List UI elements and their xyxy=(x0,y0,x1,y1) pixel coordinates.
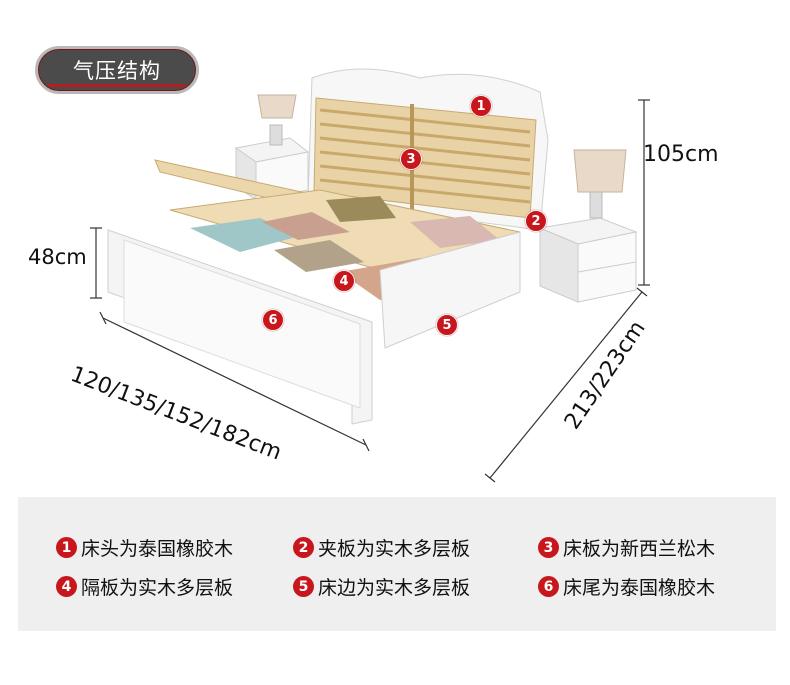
legend-item-5: 5 床边为实木多层板 xyxy=(293,573,470,600)
marker-3: 3 xyxy=(400,148,422,170)
legend-panel: 1 床头为泰国橡胶木 2 夹板为实木多层板 3 床板为新西兰松木 4 隔板为实木… xyxy=(18,497,776,631)
legend-item-3: 3 床板为新西兰松木 xyxy=(538,534,715,561)
badge-1: 1 xyxy=(56,537,77,558)
legend-text-1: 床头为泰国橡胶木 xyxy=(81,538,234,560)
section-title-text: 气压结构 xyxy=(73,59,161,83)
legend-text-3: 床板为新西兰松木 xyxy=(563,538,716,560)
marker-4: 4 xyxy=(333,270,355,292)
marker-1: 1 xyxy=(470,95,492,117)
marker-2: 2 xyxy=(525,210,547,232)
bed-base xyxy=(107,189,521,425)
dimension-lines xyxy=(90,99,650,483)
bed-illustration xyxy=(90,68,650,483)
legend-text-2: 夹板为实木多层板 xyxy=(318,538,471,560)
badge-4: 4 xyxy=(56,576,77,597)
legend-text-5: 床边为实木多层板 xyxy=(318,577,471,599)
badge-3: 3 xyxy=(538,537,559,558)
legend-item-2: 2 夹板为实木多层板 xyxy=(293,534,470,561)
marker-5: 5 xyxy=(436,314,458,336)
side-height-label: 48cm xyxy=(28,245,87,269)
right-nightstand xyxy=(538,149,638,303)
height-label: 105cm xyxy=(643,142,719,167)
legend-item-6: 6 床尾为泰国橡胶木 xyxy=(538,573,715,600)
badge-6: 6 xyxy=(538,576,559,597)
legend-item-4: 4 隔板为实木多层板 xyxy=(56,573,233,600)
badge-5: 5 xyxy=(293,576,314,597)
legend-text-4: 隔板为实木多层板 xyxy=(81,577,234,599)
section-title: 气压结构 xyxy=(35,46,199,94)
badge-2: 2 xyxy=(293,537,314,558)
legend-text-6: 床尾为泰国橡胶木 xyxy=(563,577,716,599)
legend-item-1: 1 床头为泰国橡胶木 xyxy=(56,534,233,561)
marker-6: 6 xyxy=(262,309,284,331)
